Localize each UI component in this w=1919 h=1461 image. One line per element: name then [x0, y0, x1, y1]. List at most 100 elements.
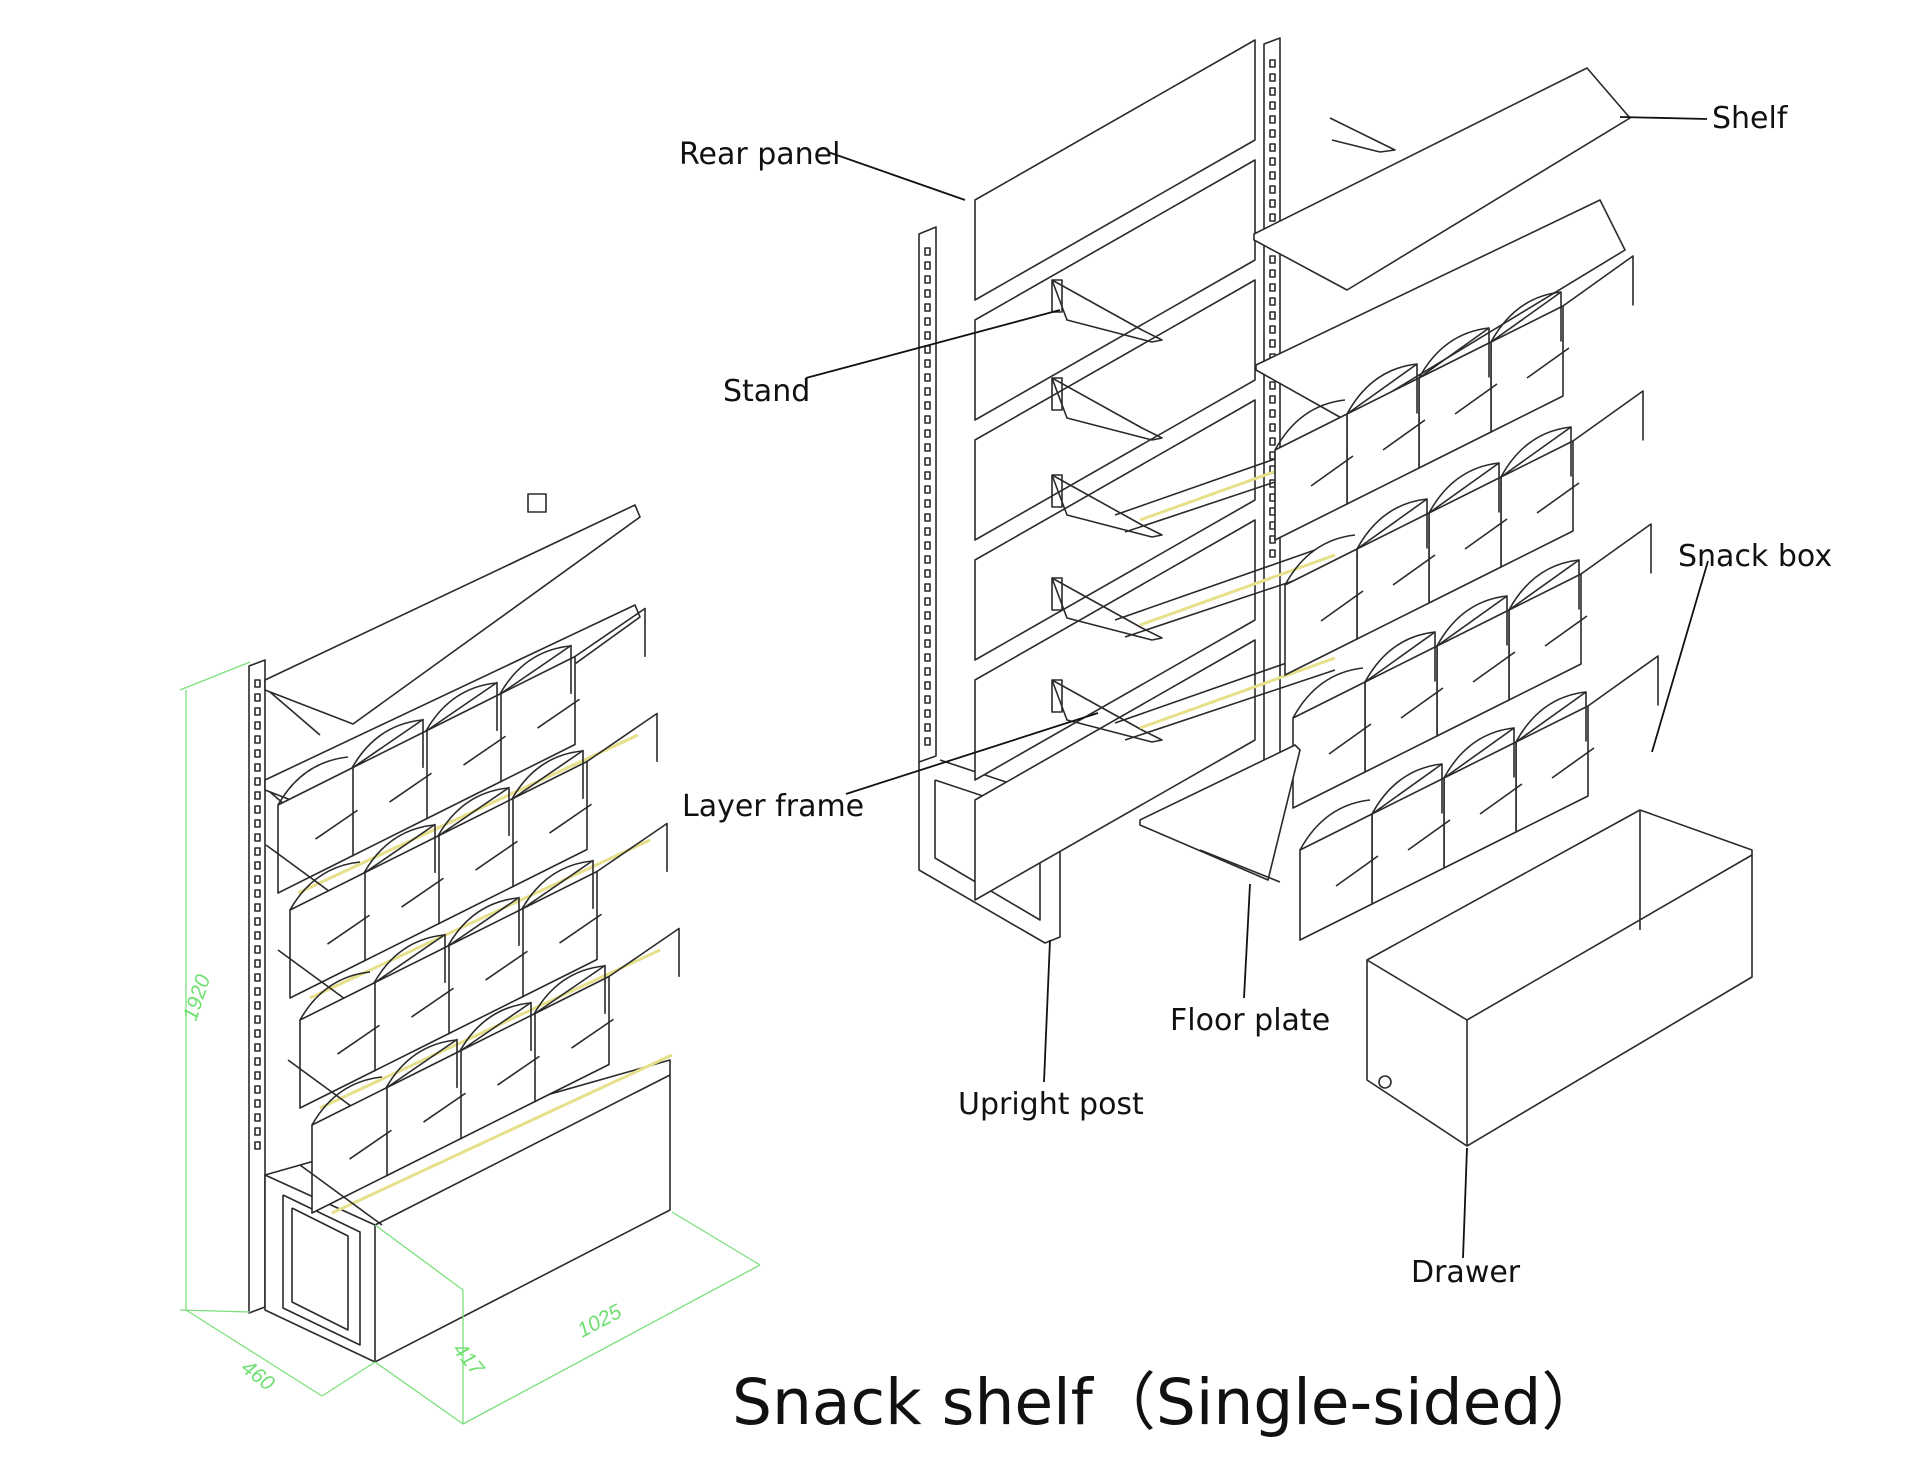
box-divider	[559, 913, 602, 944]
post-slot	[1269, 325, 1276, 334]
post-slot	[924, 709, 931, 718]
stand-plate	[1051, 377, 1063, 411]
post-slot	[924, 555, 931, 564]
box-divider	[1479, 783, 1523, 815]
leader-line	[827, 151, 966, 201]
snack-box	[373, 896, 520, 1072]
box-divider	[401, 877, 444, 908]
box-side	[386, 1038, 458, 1089]
rear-panel	[974, 279, 1256, 541]
rear-panel	[974, 519, 1256, 781]
post-slot	[924, 429, 931, 438]
layer-frame-rail	[331, 1053, 673, 1215]
box-divider	[485, 950, 528, 981]
dim-extension	[374, 1224, 464, 1291]
post-slot	[254, 707, 261, 716]
post-slot	[924, 331, 931, 340]
post-slot	[1269, 101, 1276, 110]
post-slot	[924, 387, 931, 396]
layer-frame-rail	[319, 948, 661, 1110]
box-curve	[299, 971, 371, 1021]
post-slot	[1269, 297, 1276, 306]
post-slot	[924, 695, 931, 704]
dim-extension	[374, 1361, 464, 1425]
box-divider	[1400, 687, 1444, 719]
box-divider	[475, 840, 518, 871]
layer-frame-arm	[299, 1164, 383, 1226]
post-slot	[1269, 381, 1276, 390]
post-slot	[1269, 255, 1276, 264]
snack-box	[1515, 655, 1659, 833]
post-slot	[254, 819, 261, 828]
box-side	[1562, 255, 1634, 307]
leader-line	[1243, 883, 1251, 999]
box-divider	[1454, 383, 1498, 415]
snack-box	[1299, 763, 1443, 941]
box-side	[1346, 363, 1418, 415]
post-slot	[254, 1113, 261, 1122]
box-curve	[1274, 399, 1346, 451]
floor-plate	[1139, 744, 1301, 881]
snack-box	[363, 786, 510, 962]
leader-line	[845, 712, 1099, 795]
post-slot	[254, 1071, 261, 1080]
leader-line	[1619, 116, 1708, 120]
layer-frame-rail	[1139, 656, 1336, 730]
leader-line	[1462, 1147, 1468, 1259]
post-slot	[924, 625, 931, 634]
stand-bracket	[1051, 377, 1163, 441]
post-slot	[254, 791, 261, 800]
box-divider	[1544, 615, 1588, 647]
post-slot	[924, 653, 931, 662]
layer-frame-rail-edge	[1124, 669, 1336, 741]
box-side	[574, 607, 646, 658]
post-slot	[924, 275, 931, 284]
post-slot	[1269, 437, 1276, 446]
post-slot	[254, 1099, 261, 1108]
snack-box	[521, 822, 668, 998]
post-slot	[254, 917, 261, 926]
stand-bracket	[1051, 679, 1163, 743]
drawer-edge	[1466, 854, 1753, 1021]
post-slot	[924, 737, 931, 746]
box-side	[1490, 291, 1562, 343]
box-side	[1436, 595, 1508, 647]
label-shelf: Shelf	[1712, 101, 1789, 136]
box-curve	[437, 787, 509, 837]
box-side	[596, 822, 668, 873]
box-divider	[1526, 347, 1570, 379]
box-side	[522, 859, 594, 910]
label-stand: Stand	[723, 374, 810, 409]
box-curve	[1346, 363, 1418, 415]
shelf-bracket	[269, 691, 321, 736]
box-side	[1500, 426, 1572, 478]
box-divider	[349, 1129, 392, 1160]
label-rear-panel: Rear panel	[679, 137, 840, 172]
box-curve	[425, 682, 497, 732]
box-side	[374, 933, 446, 984]
post-slot	[924, 401, 931, 410]
box-curve	[1356, 498, 1428, 550]
box-divider	[1382, 419, 1426, 451]
box-front	[311, 1086, 388, 1214]
snack-box	[1418, 291, 1562, 469]
stand-bracket	[1329, 117, 1396, 153]
snack-box	[1284, 498, 1428, 676]
box-curve	[499, 645, 571, 695]
post-slot	[924, 471, 931, 480]
post-slot	[254, 693, 261, 702]
dim-extension	[179, 1309, 251, 1313]
post-slot	[924, 317, 931, 326]
post-slot	[924, 681, 931, 690]
post-slot	[924, 723, 931, 732]
snack-box	[311, 1038, 458, 1214]
post-slot	[254, 1085, 261, 1094]
assembled-shelf-view	[248, 493, 680, 1363]
base-cabinet	[264, 1059, 671, 1363]
box-divider	[1392, 554, 1436, 586]
box-front	[1284, 548, 1358, 676]
box-curve	[363, 824, 435, 874]
box-curve	[351, 719, 423, 769]
snack-box	[1292, 631, 1436, 809]
